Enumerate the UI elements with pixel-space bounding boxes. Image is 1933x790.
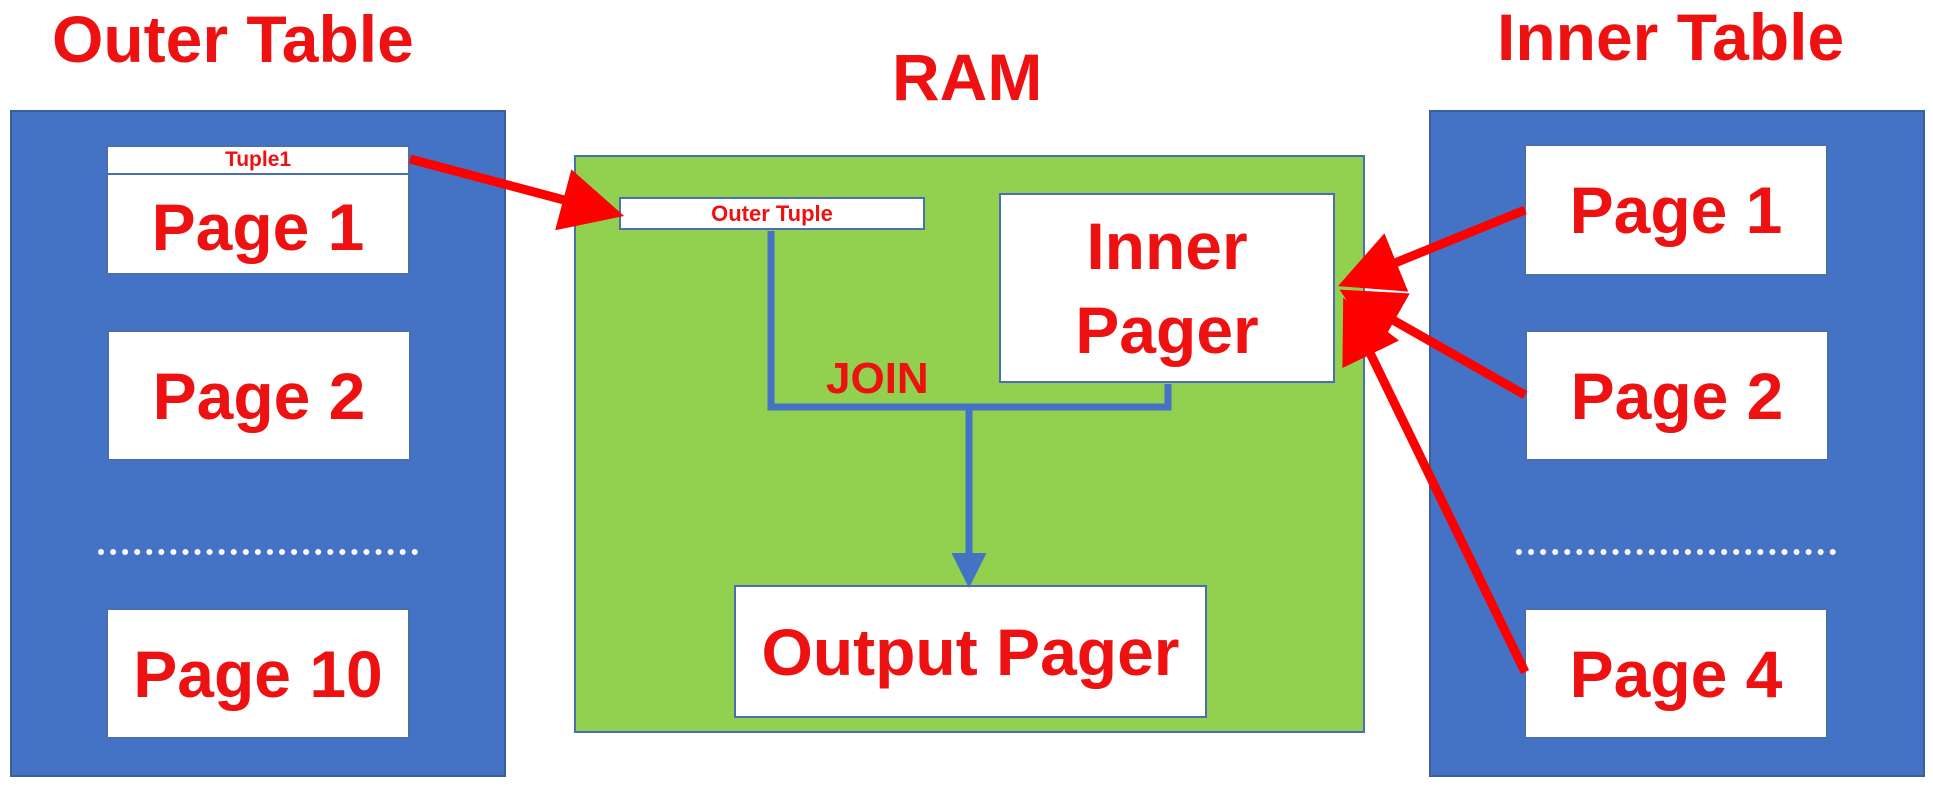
inner-page4-arrow [1342, 297, 1530, 674]
ram-title: RAM [892, 40, 1043, 114]
outer-ellipsis-dots [98, 549, 418, 555]
outer-page-1: Page 1 [106, 173, 410, 275]
output-pager-box: Output Pager [734, 585, 1207, 718]
tuple-to-ram-arrow [408, 154, 625, 231]
outer-table-title: Outer Table [52, 2, 414, 76]
inner-table-title: Inner Table [1497, 0, 1845, 74]
outer-tuple-box: Outer Tuple [619, 197, 925, 230]
inner-pager-box: Inner Pager [999, 193, 1335, 383]
inner-page1-arrow [1337, 205, 1527, 292]
join-label: JOIN [826, 354, 929, 403]
tuple1-box: Tuple1 [106, 145, 410, 175]
inner-page-2: Page 2 [1525, 330, 1829, 461]
inner-page-4: Page 4 [1524, 608, 1828, 739]
inner-ellipsis-dots [1516, 549, 1836, 555]
outer-page-10: Page 10 [106, 608, 410, 739]
inner-page-1: Page 1 [1524, 144, 1828, 276]
outer-page-2: Page 2 [107, 330, 411, 461]
outer-tuple-join-line [767, 231, 1172, 411]
